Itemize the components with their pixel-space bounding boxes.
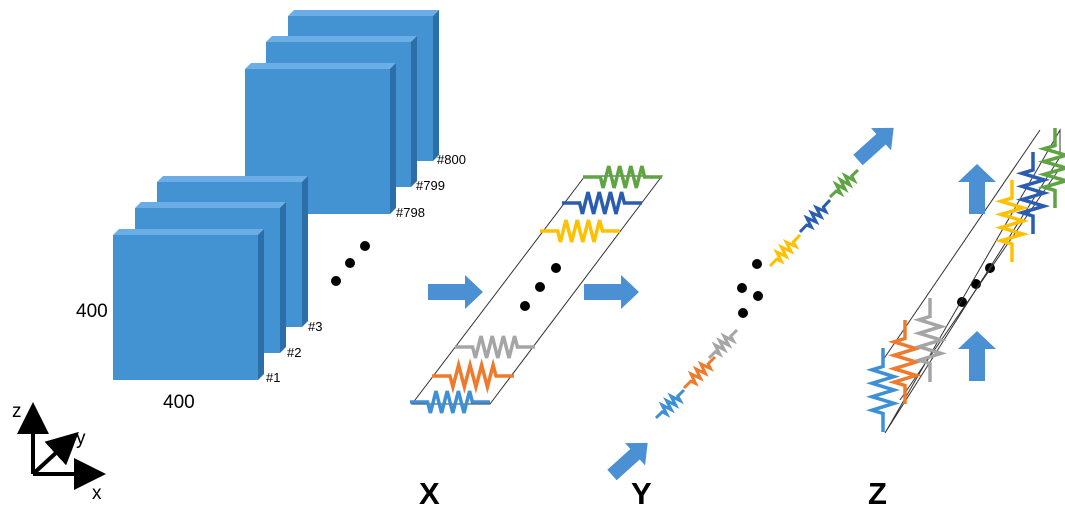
slice-cube-front	[113, 235, 258, 380]
slice-label-798: #798	[396, 205, 425, 220]
panel-y-spring	[707, 328, 739, 360]
flow-arrows	[428, 127, 996, 481]
ellipsis-dot	[360, 241, 370, 251]
slice-label-799: #799	[416, 178, 445, 193]
slice-cube-side	[433, 10, 439, 161]
arrow-diagonal-shape	[607, 442, 648, 481]
panel-y-spring	[768, 233, 802, 268]
panel-x-spring	[583, 165, 662, 189]
slice-cube	[113, 229, 264, 380]
ellipsis-dot	[520, 301, 530, 311]
panel-label-x: X	[419, 476, 440, 511]
ellipsis-dot	[752, 259, 762, 269]
slice-cube-top	[113, 229, 264, 235]
arrow-up-shape	[958, 331, 996, 381]
slice-cube-side	[258, 229, 264, 380]
panel-y-spring	[682, 355, 717, 390]
slice-label-1: #1	[266, 370, 281, 385]
panel-z-spring	[865, 348, 901, 432]
slice-cube-side	[280, 202, 286, 353]
ellipsis-dot	[345, 258, 355, 268]
panel-x-spring	[432, 358, 514, 394]
ellipsis-dots	[331, 241, 995, 318]
panel-y-spring	[828, 168, 860, 199]
arrow-up-shape	[958, 164, 996, 214]
slice-cube-top	[157, 176, 308, 182]
slice-cube-side	[411, 36, 417, 187]
slice-label-2: #2	[287, 345, 302, 360]
arrow-up	[958, 164, 996, 214]
panel-z-spring	[887, 320, 923, 404]
stack-height-label: 400	[76, 301, 108, 322]
ellipsis-dot	[737, 283, 747, 293]
panel-z-spring	[1037, 128, 1065, 208]
arrow-right	[428, 275, 483, 309]
axis-label-y: y	[76, 428, 86, 449]
slice-cube-side	[302, 176, 308, 327]
slice-label-800: #800	[437, 152, 466, 167]
arrow-right-shape	[428, 275, 483, 309]
arrow-diagonal-shape	[853, 127, 894, 166]
arrow-up	[958, 331, 996, 381]
slice-cube-top	[266, 36, 417, 42]
panel-y-spring	[654, 388, 686, 420]
panel-x-spring	[410, 390, 490, 414]
panel-x-spring	[540, 219, 620, 243]
slice-cube-top	[288, 10, 439, 16]
panel-x-spring	[562, 191, 642, 215]
panel-z-spring	[912, 298, 948, 382]
ellipsis-dot	[551, 263, 561, 273]
slice-cube-top	[135, 202, 286, 208]
ellipsis-dot	[738, 308, 748, 318]
arrow-right-shape	[584, 275, 639, 309]
panel-y-spring	[798, 198, 832, 234]
panel-z-strip-edge	[882, 129, 1041, 361]
slice-stack	[113, 10, 439, 380]
axis-label-x: x	[92, 483, 102, 504]
slice-cube-side	[390, 63, 396, 214]
slice-cube-top	[245, 63, 396, 69]
panel-z-spring	[1015, 152, 1051, 234]
panel-label-z: Z	[868, 476, 887, 511]
axis-triad	[17, 402, 106, 490]
ellipsis-dot	[535, 282, 545, 292]
panel-z-spring	[994, 180, 1030, 262]
axis-label-z: z	[12, 401, 22, 422]
ellipsis-dot	[331, 276, 341, 286]
panel-label-y: Y	[631, 476, 652, 511]
arrow-diagonal	[607, 442, 648, 481]
stack-width-label: 400	[163, 392, 195, 413]
arrow-diagonal	[853, 127, 894, 166]
slice-label-3: #3	[308, 319, 323, 334]
spring-strips	[410, 128, 1065, 434]
ellipsis-dot	[753, 291, 763, 301]
axis-y-arrow	[31, 431, 79, 476]
arrow-right	[584, 275, 639, 309]
panel-x-spring	[455, 335, 535, 359]
